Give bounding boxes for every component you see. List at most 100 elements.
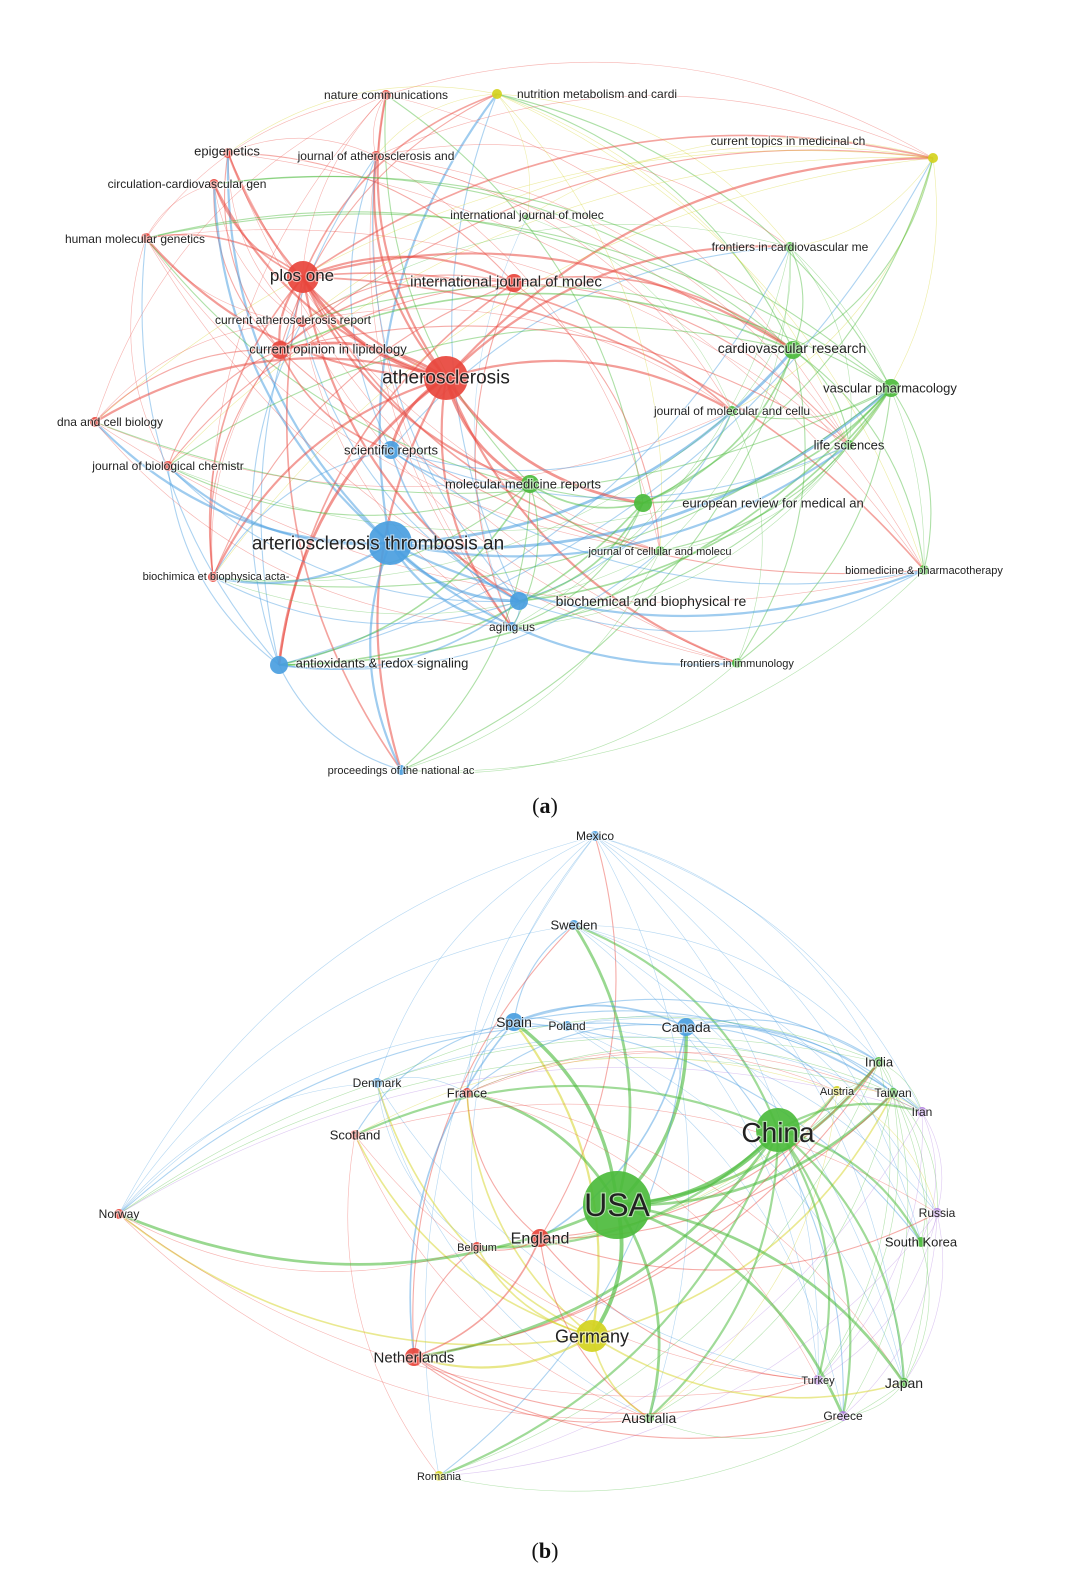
network-node[interactable] xyxy=(424,356,468,400)
network-edge xyxy=(513,924,575,1023)
network-edge xyxy=(376,1082,650,1419)
network-edge xyxy=(445,245,791,379)
network-edge xyxy=(616,1203,906,1384)
network-node[interactable] xyxy=(350,1130,360,1140)
network-node[interactable] xyxy=(381,90,391,100)
node-label: vascular pharmacology xyxy=(823,381,957,396)
network-node[interactable] xyxy=(917,1107,927,1117)
network-node[interactable] xyxy=(932,1208,942,1218)
network-edge xyxy=(529,483,644,509)
network-node[interactable] xyxy=(928,153,938,163)
network-node[interactable] xyxy=(634,494,652,512)
network-edge xyxy=(539,835,617,1239)
network-node[interactable] xyxy=(874,1057,884,1067)
network-node[interactable] xyxy=(405,1348,423,1366)
network-edge xyxy=(496,93,892,389)
network-node[interactable] xyxy=(141,233,151,243)
network-node[interactable] xyxy=(562,1021,572,1031)
network-node[interactable] xyxy=(90,417,100,427)
node-label: proceedings of the national ac xyxy=(328,765,475,777)
network-node[interactable] xyxy=(208,572,218,582)
network-node[interactable] xyxy=(569,920,579,930)
network-edge xyxy=(227,152,515,284)
network-edge xyxy=(511,444,850,628)
network-node[interactable] xyxy=(396,765,406,775)
network-edge xyxy=(279,279,515,351)
network-node[interactable] xyxy=(505,1013,523,1031)
network-node[interactable] xyxy=(472,1242,482,1252)
network-node[interactable] xyxy=(899,1378,909,1388)
network-node[interactable] xyxy=(838,1411,848,1421)
network-node[interactable] xyxy=(916,1237,926,1247)
network-node[interactable] xyxy=(510,592,528,610)
network-node[interactable] xyxy=(505,274,523,292)
network-node[interactable] xyxy=(813,1375,823,1385)
network-node[interactable] xyxy=(270,656,288,674)
network-node[interactable] xyxy=(382,441,400,459)
network-edge xyxy=(789,246,804,351)
network-edge xyxy=(573,924,922,1243)
network-node[interactable] xyxy=(524,214,530,220)
network-node[interactable] xyxy=(888,1088,898,1098)
network-edge xyxy=(539,1237,819,1381)
network-node[interactable] xyxy=(785,242,795,252)
network-node[interactable] xyxy=(832,1086,842,1096)
network-node[interactable] xyxy=(732,658,742,668)
network-node[interactable] xyxy=(507,622,517,632)
network-node[interactable] xyxy=(727,406,737,416)
network-node[interactable] xyxy=(209,179,219,189)
network-edge xyxy=(526,216,733,412)
network-node[interactable] xyxy=(462,1088,472,1098)
network-edge xyxy=(167,444,850,531)
network-node[interactable] xyxy=(583,1171,651,1239)
network-edge xyxy=(167,465,531,516)
network-node[interactable] xyxy=(223,148,233,158)
network-node[interactable] xyxy=(882,379,900,397)
network-node[interactable] xyxy=(576,1320,608,1352)
network-node[interactable] xyxy=(368,521,412,565)
network-edge xyxy=(376,94,447,379)
network-edge xyxy=(212,387,892,588)
network-edge xyxy=(390,444,850,499)
network-edge xyxy=(513,282,661,552)
network-node[interactable] xyxy=(521,475,539,493)
network-node[interactable] xyxy=(531,1229,549,1247)
network-edge xyxy=(375,155,850,446)
network-edge xyxy=(227,152,661,552)
node-label: USA xyxy=(584,1187,650,1223)
network-node[interactable] xyxy=(271,341,289,359)
network-edge xyxy=(145,94,387,239)
network-node[interactable] xyxy=(590,831,600,841)
network-edge xyxy=(518,410,733,602)
network-edge xyxy=(892,1092,938,1214)
network-node[interactable] xyxy=(644,1413,654,1423)
network-node[interactable] xyxy=(434,1471,444,1481)
network-edge xyxy=(648,1129,780,1419)
network-node[interactable] xyxy=(372,1078,382,1088)
network-node[interactable] xyxy=(163,461,173,471)
network-node[interactable] xyxy=(297,317,307,327)
network-edge xyxy=(302,276,925,571)
network-edge xyxy=(777,1129,831,1381)
network-edge xyxy=(659,444,850,552)
network-node[interactable] xyxy=(756,1108,800,1152)
network-edge xyxy=(513,1010,923,1113)
network-edge xyxy=(145,237,447,380)
network-edge xyxy=(466,1051,838,1094)
network-edge xyxy=(466,1045,894,1094)
network-node[interactable] xyxy=(919,565,929,575)
network-node[interactable] xyxy=(655,546,665,556)
network-edge xyxy=(278,550,661,670)
network-edge xyxy=(573,923,780,1131)
network-node[interactable] xyxy=(492,89,502,99)
network-edge xyxy=(94,357,447,423)
network-node[interactable] xyxy=(677,1018,695,1036)
network-node[interactable] xyxy=(114,1209,124,1219)
network-node[interactable] xyxy=(844,440,854,450)
network-node[interactable] xyxy=(371,151,381,161)
network-edge xyxy=(591,1092,894,1337)
network-node[interactable] xyxy=(287,261,319,293)
network-edge xyxy=(842,1382,905,1417)
network-node[interactable] xyxy=(784,341,802,359)
network-edge xyxy=(842,1212,938,1417)
